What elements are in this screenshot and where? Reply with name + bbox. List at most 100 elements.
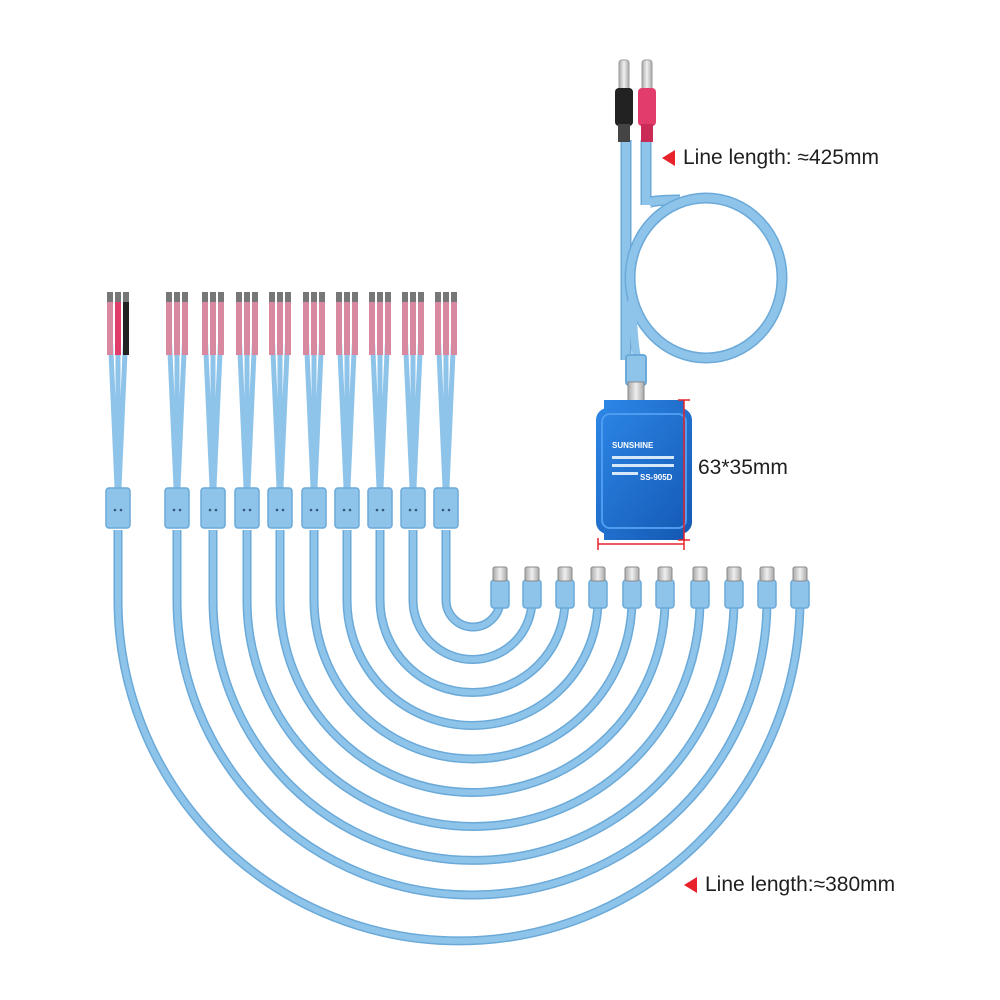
junction-dot bbox=[441, 508, 445, 512]
banana-plug-black bbox=[615, 59, 633, 142]
lead-sleeve bbox=[285, 300, 291, 355]
cable-arc bbox=[210, 530, 737, 864]
lead-sleeve bbox=[443, 300, 449, 355]
bundle-junction bbox=[367, 487, 393, 529]
lead-bundle bbox=[267, 292, 293, 529]
triangle-pointer-icon bbox=[662, 150, 675, 166]
bundle-junction bbox=[433, 487, 459, 529]
phone-connector bbox=[757, 566, 777, 609]
connector-plug bbox=[492, 566, 508, 582]
phone-connector bbox=[522, 566, 542, 609]
bottom-length-label: Line length:≈380mm bbox=[684, 873, 895, 897]
lead-bundle bbox=[400, 292, 426, 529]
lead-sleeve bbox=[435, 300, 441, 355]
lead-sleeve bbox=[202, 300, 208, 355]
lead-tip bbox=[182, 292, 188, 302]
lead-tip bbox=[107, 292, 113, 302]
lead-tip bbox=[285, 292, 291, 302]
cable-arc bbox=[244, 530, 703, 830]
lead-sleeve bbox=[244, 300, 250, 355]
lead-sleeve bbox=[336, 300, 342, 355]
connector-body bbox=[588, 579, 608, 609]
power-module: SUNSHINE SS-905D bbox=[596, 400, 692, 540]
lead-sleeve bbox=[218, 300, 224, 355]
triangle-pointer-icon bbox=[684, 877, 697, 893]
lead-tip bbox=[435, 292, 441, 302]
lead-tip bbox=[402, 292, 408, 302]
lead-sleeve bbox=[311, 300, 317, 355]
lead-sleeve bbox=[252, 300, 258, 355]
lead-sleeve bbox=[277, 300, 283, 355]
connector-body bbox=[790, 579, 810, 609]
connector-plug bbox=[692, 566, 708, 582]
phone-connector bbox=[490, 566, 510, 609]
lead-sleeve bbox=[369, 300, 375, 355]
lead-tip bbox=[269, 292, 275, 302]
lead-tip bbox=[336, 292, 342, 302]
lead-bundle bbox=[334, 292, 360, 529]
connector-plug bbox=[624, 566, 640, 582]
junction-dot bbox=[342, 508, 346, 512]
junction-dot bbox=[113, 508, 117, 512]
phone-connector bbox=[555, 566, 575, 609]
junction-dot bbox=[172, 508, 176, 512]
bundle-junction bbox=[164, 487, 190, 529]
junction-dot bbox=[309, 508, 313, 512]
lead-bundle bbox=[105, 292, 131, 529]
connector-plug bbox=[792, 566, 808, 582]
lead-tip bbox=[277, 292, 283, 302]
phone-connector bbox=[690, 566, 710, 609]
lead-tip bbox=[244, 292, 250, 302]
junction-dot bbox=[248, 508, 252, 512]
lead-sleeve bbox=[410, 300, 416, 355]
module-brand: SUNSHINE bbox=[612, 441, 654, 450]
phone-connector bbox=[622, 566, 642, 609]
lead-tip bbox=[311, 292, 317, 302]
cable-arc bbox=[311, 530, 635, 762]
cable-arc bbox=[344, 530, 601, 729]
lead-bundle bbox=[200, 292, 226, 529]
phone-connector bbox=[724, 566, 744, 609]
junction-dot bbox=[281, 508, 285, 512]
lead-sleeve bbox=[174, 300, 180, 355]
lead-sleeve bbox=[418, 300, 424, 355]
bundle-junction bbox=[400, 487, 426, 529]
lead-tip bbox=[344, 292, 350, 302]
dimension-markers bbox=[597, 399, 690, 550]
junction-dot bbox=[242, 508, 246, 512]
module-dimensions-label: 63*35mm bbox=[698, 456, 788, 479]
lead-bundle bbox=[234, 292, 260, 529]
connector-body bbox=[655, 579, 675, 609]
lead-tip bbox=[352, 292, 358, 302]
connector-plug bbox=[524, 566, 540, 582]
lead-sleeve bbox=[402, 300, 408, 355]
cable-arc bbox=[377, 530, 568, 696]
lead-sleeve bbox=[182, 300, 188, 355]
lead-sleeve bbox=[269, 300, 275, 355]
junction-dot bbox=[119, 508, 123, 512]
lead-tip bbox=[252, 292, 258, 302]
lead-tip bbox=[385, 292, 391, 302]
bundle-junction bbox=[267, 487, 293, 529]
connector-body bbox=[690, 579, 710, 609]
bundle-junction bbox=[200, 487, 226, 529]
lead-tip bbox=[443, 292, 449, 302]
connector-plug bbox=[657, 566, 673, 582]
connector-plug bbox=[726, 566, 742, 582]
lead-sleeve bbox=[319, 300, 325, 355]
junction-dot bbox=[348, 508, 352, 512]
phone-connector bbox=[790, 566, 810, 609]
bundle-junction bbox=[334, 487, 360, 529]
connector-body bbox=[522, 579, 542, 609]
connector-body bbox=[622, 579, 642, 609]
lead-tip bbox=[210, 292, 216, 302]
bundle-junction bbox=[234, 487, 260, 529]
lead-tip bbox=[174, 292, 180, 302]
junction-dot bbox=[381, 508, 385, 512]
lead-sleeve bbox=[303, 300, 309, 355]
lead-tip bbox=[319, 292, 325, 302]
phone-connectors bbox=[490, 566, 810, 609]
connector-plug bbox=[557, 566, 573, 582]
